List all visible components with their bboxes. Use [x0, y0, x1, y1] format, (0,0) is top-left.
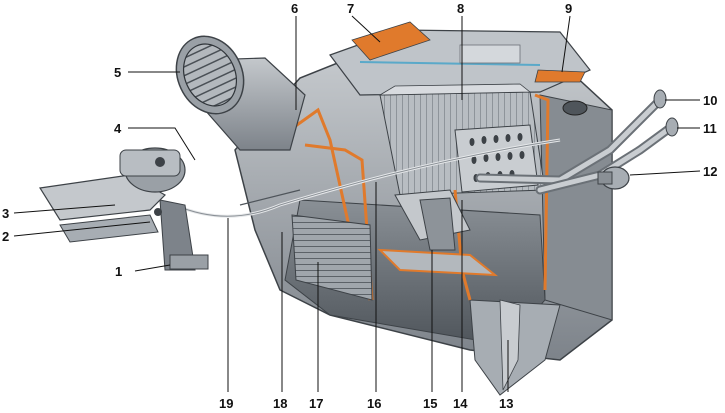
callout-16: 16: [367, 396, 381, 411]
callout-4: 4: [114, 121, 122, 136]
leader-lines: [13, 15, 701, 392]
damper-drive-motor-icon: [39, 147, 209, 271]
air-flap: [377, 189, 499, 277]
coolant-pipes: [475, 89, 679, 195]
callout-19: 19: [219, 396, 233, 411]
callout-14: 14: [453, 396, 468, 411]
callout-18: 18: [273, 396, 287, 411]
cover-seal-right: [534, 69, 586, 83]
callout-15: 15: [423, 396, 437, 411]
callout-12: 12: [703, 164, 717, 179]
control-cable: [174, 138, 561, 218]
callout-11: 11: [703, 121, 717, 136]
callout-labels: 1 2 3 4 5 6 7 8 9 10 11 12 13 14 15 16 1…: [2, 1, 717, 411]
callout-8: 8: [457, 1, 464, 16]
air-intake-grille-icon: [183, 43, 237, 107]
lower-damper: [291, 214, 373, 301]
callout-17: 17: [309, 396, 323, 411]
callout-5: 5: [114, 65, 121, 80]
cover-seal: [351, 21, 431, 61]
heater-tap: [597, 166, 630, 190]
mounting-hole: [562, 100, 588, 116]
callout-3: 3: [2, 206, 9, 221]
callout-7: 7: [347, 1, 354, 16]
callout-1: 1: [115, 264, 122, 279]
callout-2: 2: [2, 229, 9, 244]
blue-seal: [359, 61, 541, 66]
callout-13: 13: [499, 396, 513, 411]
callout-9: 9: [565, 1, 572, 16]
callout-10: 10: [703, 93, 717, 108]
heater-core: [378, 83, 546, 196]
air-intake: [175, 35, 306, 151]
top-cover: [329, 21, 591, 116]
callout-6: 6: [291, 1, 298, 16]
